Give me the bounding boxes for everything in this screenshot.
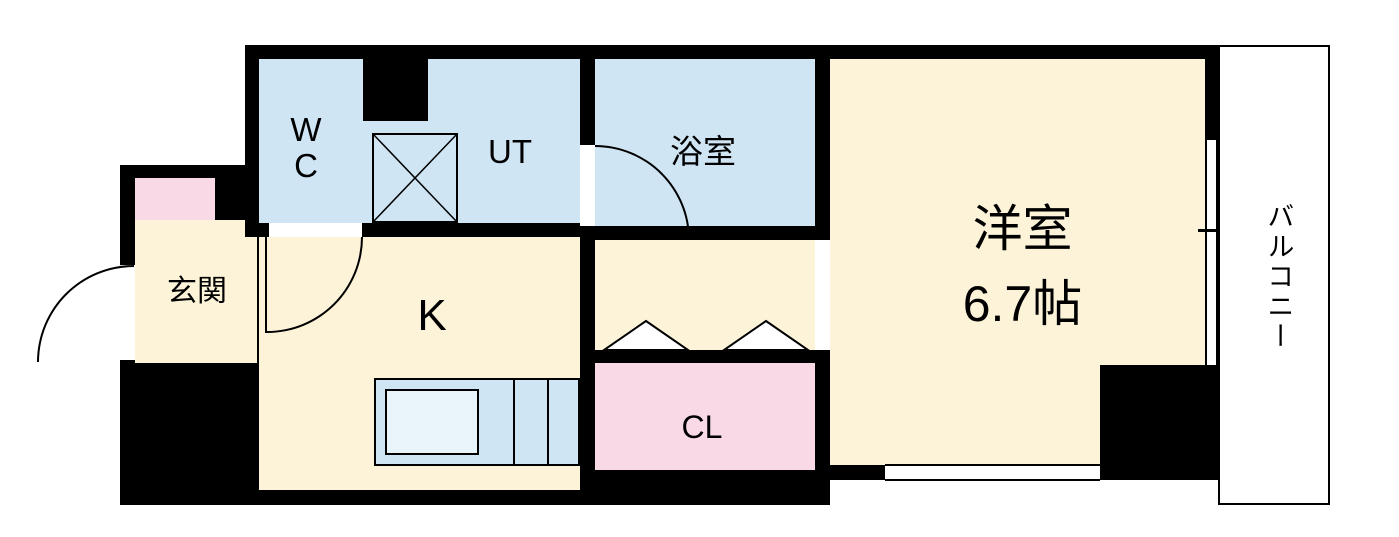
entrance-step-line	[257, 237, 259, 363]
kitchen-counter-icon	[374, 378, 580, 466]
wall-mid-vertical	[580, 237, 595, 490]
wall-topleft-horiz	[120, 165, 259, 178]
balcony-window-line-right	[1216, 140, 1218, 365]
wall-left-upper	[120, 165, 135, 265]
utility-label: UT	[488, 133, 532, 170]
closet-label: CL	[681, 409, 723, 445]
wall-right-top	[1205, 45, 1218, 140]
wall-under-entrance	[120, 363, 259, 505]
entrance-door-arc	[37, 265, 134, 362]
wall-pillar-corner	[1100, 365, 1218, 480]
balcony-label: バルコニー	[1263, 202, 1294, 352]
folding-door-icon	[600, 319, 812, 351]
wall-block-meterbox	[215, 178, 259, 220]
entrance-label: 玄関	[167, 275, 227, 308]
room-wc	[259, 59, 363, 223]
kitchen-label: K	[417, 291, 447, 340]
washing-machine-pan-icon	[372, 133, 458, 223]
balcony-window-line-left	[1205, 140, 1207, 365]
south-window	[885, 464, 1100, 481]
wall-closet-top	[595, 350, 815, 363]
meter-box	[135, 176, 215, 220]
wc-label: WC	[290, 111, 322, 185]
room-entrance	[135, 220, 259, 363]
wall-west-left-upper	[815, 45, 830, 240]
wall-ut-bath-upper	[580, 59, 595, 145]
balcony-area	[1218, 45, 1330, 505]
wall-west-left-lower	[815, 350, 830, 480]
western-room-label: 洋室 6.7帖	[870, 192, 1175, 342]
wall-wcut-bottom-a	[259, 223, 269, 237]
wall-west-bottom	[830, 465, 885, 480]
wall-bath-bottom	[595, 226, 815, 240]
western-room-size: 6.7帖	[962, 276, 1083, 332]
wall-block-wc-ut	[363, 59, 428, 121]
room-closet	[595, 363, 815, 470]
western-room-name: 洋室	[972, 201, 1073, 257]
wc-door-leaf	[265, 237, 267, 333]
wall-ut-bath-corner	[580, 226, 595, 240]
wall-bottom	[120, 490, 830, 505]
balcony-window-tick	[1198, 229, 1224, 232]
bath-label: 浴室	[670, 133, 736, 170]
wall-wcut-bottom-b	[362, 223, 580, 237]
wall-top	[245, 45, 1218, 59]
